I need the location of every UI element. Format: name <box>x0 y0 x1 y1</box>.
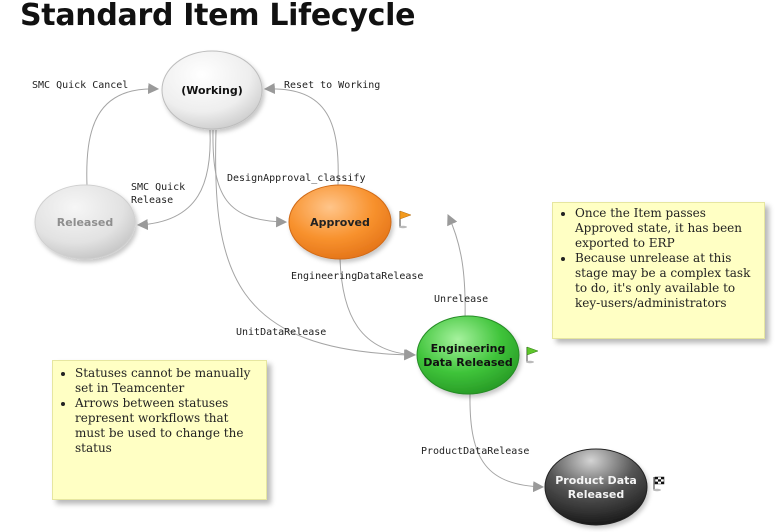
page-title: Standard Item Lifecycle <box>20 0 416 33</box>
smc-quick-release-arrow <box>136 129 211 231</box>
state-product-data-released-label-line2: Released <box>568 488 624 501</box>
erp-note-item: Once the Item passes Approved state, it … <box>575 206 756 251</box>
state-engineering-data-released-label-line2: Data Released <box>423 356 513 369</box>
product-data-release-arrow <box>469 393 545 493</box>
design-approval-classify-label: DesignApproval_classify <box>227 173 365 184</box>
unit-data-release-arrow <box>215 129 416 361</box>
state-working-label: (Working) <box>181 84 243 97</box>
checkered-flag-icon <box>653 476 665 492</box>
smc-quick-cancel-arrow <box>86 83 160 187</box>
state-released-label: Released <box>57 216 113 229</box>
orange-flag-icon <box>399 210 412 229</box>
design-approval-classify-arrow <box>212 129 288 228</box>
erp-note-item: Because unrelease at this stage may be a… <box>575 251 756 311</box>
product-data-release-label: ProductDataRelease <box>421 446 529 457</box>
green-flag-icon <box>526 346 539 364</box>
state-product-data-released-label-line1: Product Data <box>555 474 637 487</box>
state-engineering-data-released-label-line1: Engineering <box>431 342 506 355</box>
reset-to-working-arrow <box>263 83 339 186</box>
state-working: (Working) <box>161 50 263 130</box>
unrelease-label: Unrelease <box>434 294 488 305</box>
erp-note: Once the Item passes Approved state, it … <box>552 202 765 339</box>
unit-data-release-label: UnitDataRelease <box>236 327 326 338</box>
engineering-data-release-label: EngineeringDataRelease <box>291 271 423 282</box>
unrelease-arrow <box>447 214 466 321</box>
status-note: Statuses cannot be manually set in Teamc… <box>52 360 267 500</box>
status-note-item: Statuses cannot be manually set in Teamc… <box>75 366 258 396</box>
state-released: Released <box>34 184 136 260</box>
smc-quick-cancel-label: SMC Quick Cancel <box>32 80 128 91</box>
status-note-item: Arrows between statuses represent workfl… <box>75 396 258 456</box>
smc-quick-release-label-line1: SMC Quick <box>131 182 185 193</box>
reset-to-working-label: Reset to Working <box>284 80 380 91</box>
smc-quick-release-label-line2: Release <box>131 195 173 206</box>
state-engineering-data-released: Engineering Data Released <box>416 315 520 395</box>
state-approved: Approved <box>288 184 392 260</box>
state-approved-label: Approved <box>310 216 370 229</box>
engineering-data-release-arrow <box>339 258 417 360</box>
state-product-data-released: Product Data Released <box>544 448 648 526</box>
